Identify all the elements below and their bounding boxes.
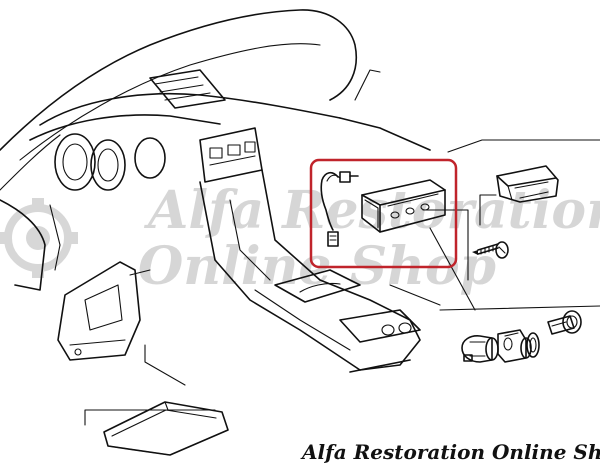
watermark-line-1: Alfa Restoration — [143, 180, 600, 241]
footer-brand-text: Alfa Restoration Online Shop — [300, 440, 600, 464]
wiring-connector-icon — [320, 171, 359, 247]
cover-cap-icon — [496, 165, 559, 203]
lighter-element-icon — [547, 310, 582, 335]
switch-housing-icon — [361, 179, 446, 233]
side-panel-icon — [57, 261, 151, 361]
gear-logo-icon — [0, 198, 78, 278]
screw-icon — [472, 241, 509, 259]
cigarette-lighter-socket-icon — [461, 329, 540, 363]
dashboard-outline-icon — [0, 9, 431, 373]
leader-lines — [84, 139, 600, 426]
footer-brand: Alfa Restoration Online Shop — [300, 440, 600, 464]
watermark: Alfa Restoration Online Shop — [0, 180, 600, 297]
highlight-frame — [309, 158, 458, 269]
highlighted-assembly — [309, 158, 458, 269]
